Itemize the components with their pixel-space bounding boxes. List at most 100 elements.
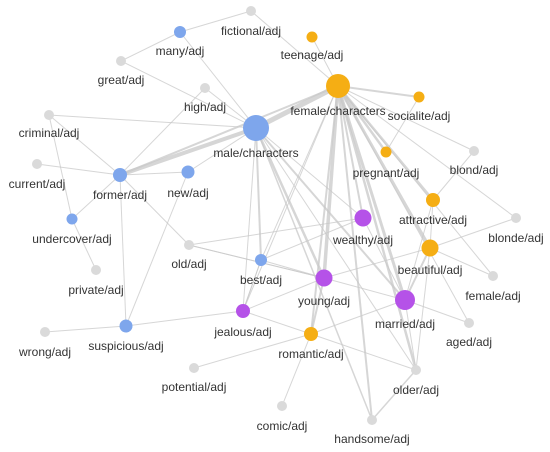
node-attractive[interactable] [426,193,440,207]
edge-romantic-potential [193,333,312,369]
edge-male-wealthy [255,127,364,219]
node-current[interactable] [32,159,42,169]
edge-former-undercover [71,174,121,220]
node-teenage[interactable] [306,31,318,43]
node-criminal[interactable] [44,110,54,120]
edge-best-jealous [242,259,262,312]
edge-male-many [179,31,257,129]
node-high[interactable] [200,83,210,93]
node-label-married: married/adj [375,317,435,331]
edge-female-fictional [250,10,339,87]
edge-female-aged [337,85,470,324]
node-label-aged: aged/adj [446,335,492,349]
edge-male-female [254,83,340,131]
node-fictional[interactable] [246,6,256,16]
node-best[interactable] [255,254,267,266]
node-wrong[interactable] [40,327,50,337]
edge-undercover-private [71,218,97,271]
node-comic[interactable] [277,401,287,411]
edge-married-attractive [404,199,434,301]
edge-female-blonde [337,85,517,219]
edge-beautiful-blonde [429,217,517,249]
edge-older-married [404,299,417,371]
edge-male-handsome [255,127,373,421]
node-label-undercover: undercover/adj [32,232,111,246]
node-label-beautiful: beautiful/adj [398,263,463,277]
node-beautiful[interactable] [421,239,439,257]
edge-female-young [322,85,340,279]
edge-many-fictional [179,10,252,33]
edge-former-new [119,171,189,176]
node-label-potential: potential/adj [162,380,227,394]
node-romantic[interactable] [304,327,318,341]
node-old[interactable] [184,240,194,250]
edge-male-jealous [242,127,257,312]
node-label-great: great/adj [98,73,145,87]
edge-former-criminal [48,114,121,176]
node-label-blond: blond/adj [450,163,499,177]
node-label-suspicious: suspicious/adj [88,339,163,353]
edge-older-handsome [371,369,417,421]
node-label-former: former/adj [93,188,147,202]
node-aged[interactable] [464,318,474,328]
node-label-private: private/adj [68,283,123,297]
node-label-blonde: blonde/adj [488,231,543,245]
edge-attractive-blond [432,150,475,201]
node-label-handsome: handsome/adj [334,432,409,446]
edge-female-jealous [242,85,339,312]
node-former[interactable] [113,168,127,182]
edge-undercover-criminal [48,114,73,220]
node-new[interactable] [181,165,195,179]
node-label-female: female/characters [290,104,385,118]
node-label-best: best/adj [240,273,282,287]
node-female[interactable] [326,74,350,98]
node-label-pregnant: pregnant/adj [353,166,420,180]
edge-female-best [260,85,339,261]
node-private[interactable] [91,265,101,275]
node-blond[interactable] [469,146,479,156]
node-female-adj[interactable] [488,271,498,281]
node-young[interactable] [315,269,333,287]
edge-male-best [255,127,262,261]
node-label-teenage: teenage/adj [281,48,344,62]
edge-male-married [255,127,406,301]
node-label-female-adj: female/adj [465,289,520,303]
node-label-male: male/characters [213,146,298,160]
node-label-young: young/adj [298,294,350,308]
edge-married-aged [404,299,470,324]
node-older[interactable] [411,365,421,375]
node-handsome[interactable] [367,415,377,425]
node-wealthy[interactable] [354,209,372,227]
edge-socialite-pregnant [385,96,420,153]
node-jealous[interactable] [236,304,250,318]
edge-suspicious-former [119,174,127,327]
node-label-fictional: fictional/adj [221,24,281,38]
node-blonde[interactable] [511,213,521,223]
node-great[interactable] [116,56,126,66]
node-label-new: new/adj [167,186,208,200]
edge-former-old [119,174,190,246]
edge-layer [36,10,517,421]
node-married[interactable] [395,290,415,310]
node-many[interactable] [174,26,186,38]
edge-female-romantic [310,85,339,335]
node-socialite[interactable] [413,91,425,103]
edge-romantic-older [310,333,417,371]
node-suspicious[interactable] [119,319,133,333]
edge-young-romantic [310,277,325,335]
label-layer: male/charactersfemale/charactersmany/adj… [9,24,544,446]
node-label-wrong: wrong/adj [18,345,71,359]
edge-male-great [120,60,257,129]
edge-female-female_adj [337,85,494,277]
edge-male-young [254,127,326,279]
node-undercover[interactable] [66,213,78,225]
edge-young-married [323,277,406,301]
edge-wealthy-old [188,217,364,246]
edge-former-current [36,163,121,176]
node-potential[interactable] [189,363,199,373]
node-male[interactable] [243,115,269,141]
edge-wealthy-best [260,217,364,261]
node-pregnant[interactable] [380,146,392,158]
edge-suspicious-new [125,171,189,327]
node-label-criminal: criminal/adj [19,126,80,140]
